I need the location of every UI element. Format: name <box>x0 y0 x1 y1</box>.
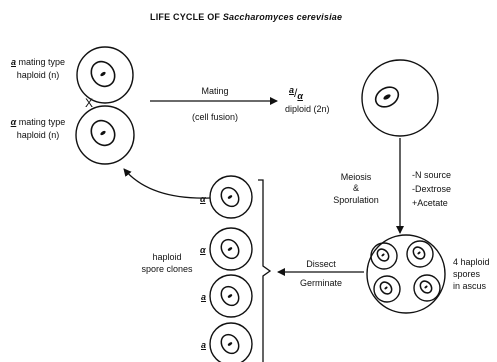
ascus <box>366 234 446 314</box>
spore-letter: α <box>200 245 206 255</box>
mating-label: Mating <box>201 86 229 96</box>
ascus-label-line3: in ascus <box>453 281 487 291</box>
haploid-alpha-label: α mating type <box>4 117 72 127</box>
haploid-alpha-cell <box>75 105 135 165</box>
dissect-label: Dissect <box>306 259 336 269</box>
genotype-bottom: α <box>297 91 303 101</box>
ascus-spore <box>406 240 434 268</box>
spore-letter: a <box>201 340 207 350</box>
diploid-label: diploid (2n) <box>285 104 330 114</box>
diploid-cell <box>361 59 439 137</box>
spore-clone-colony <box>209 227 253 271</box>
spore-clones-label-line1: haploid <box>152 252 182 262</box>
title-prefix: LIFE CYCLE OF <box>150 12 221 22</box>
title-species: Saccharomyces cerevisiae <box>222 12 343 22</box>
ascus-spore <box>373 275 401 303</box>
diagram-title: LIFE CYCLE OF Saccharomyces cerevisiae <box>150 12 342 22</box>
ampersand-label: & <box>352 183 359 193</box>
cell-fusion-label: (cell fusion) <box>191 112 238 122</box>
germinate-label: Germinate <box>299 278 343 288</box>
ascus-spore <box>413 274 441 302</box>
diploid-genotype: a/α <box>289 85 303 101</box>
haploid-alpha-ploidy: haploid (n) <box>16 130 60 140</box>
spore-letter: a <box>201 292 207 302</box>
haploid-alpha-line1: mating type <box>18 117 66 127</box>
ascus-spore <box>370 242 398 270</box>
haploid-a-cell <box>76 46 134 104</box>
genotype-slash: / <box>294 86 298 100</box>
sporulation-label: Sporulation <box>333 195 379 205</box>
spore-clone-colony <box>209 175 253 219</box>
spore-clones-label-line2: spore clones <box>141 264 193 274</box>
haploid-a-line1: mating type <box>18 57 66 67</box>
spore-clone-colony <box>209 322 253 362</box>
meiosis-label: Meiosis <box>340 172 372 182</box>
return-to-haploid-arrow <box>123 168 211 199</box>
ascus-label-line2: spores <box>453 269 481 279</box>
spore-clone-colony <box>209 274 253 318</box>
genotype-top: a <box>289 85 295 95</box>
mating-letter-a: a <box>10 57 16 67</box>
cross-symbol: X <box>85 96 94 110</box>
haploid-a-ploidy: haploid (n) <box>16 70 60 80</box>
condition-dextrose: -Dextrose <box>412 184 452 194</box>
ascus-label-line1: 4 haploid <box>453 257 490 267</box>
spore-clones-brace <box>258 179 272 362</box>
mating-letter-alpha: α <box>10 117 17 127</box>
condition-nitrogen: -N source <box>412 170 452 180</box>
haploid-a-label: a mating type <box>4 57 72 67</box>
condition-acetate: +Acetate <box>412 198 448 208</box>
spore-letter: α <box>200 194 206 204</box>
